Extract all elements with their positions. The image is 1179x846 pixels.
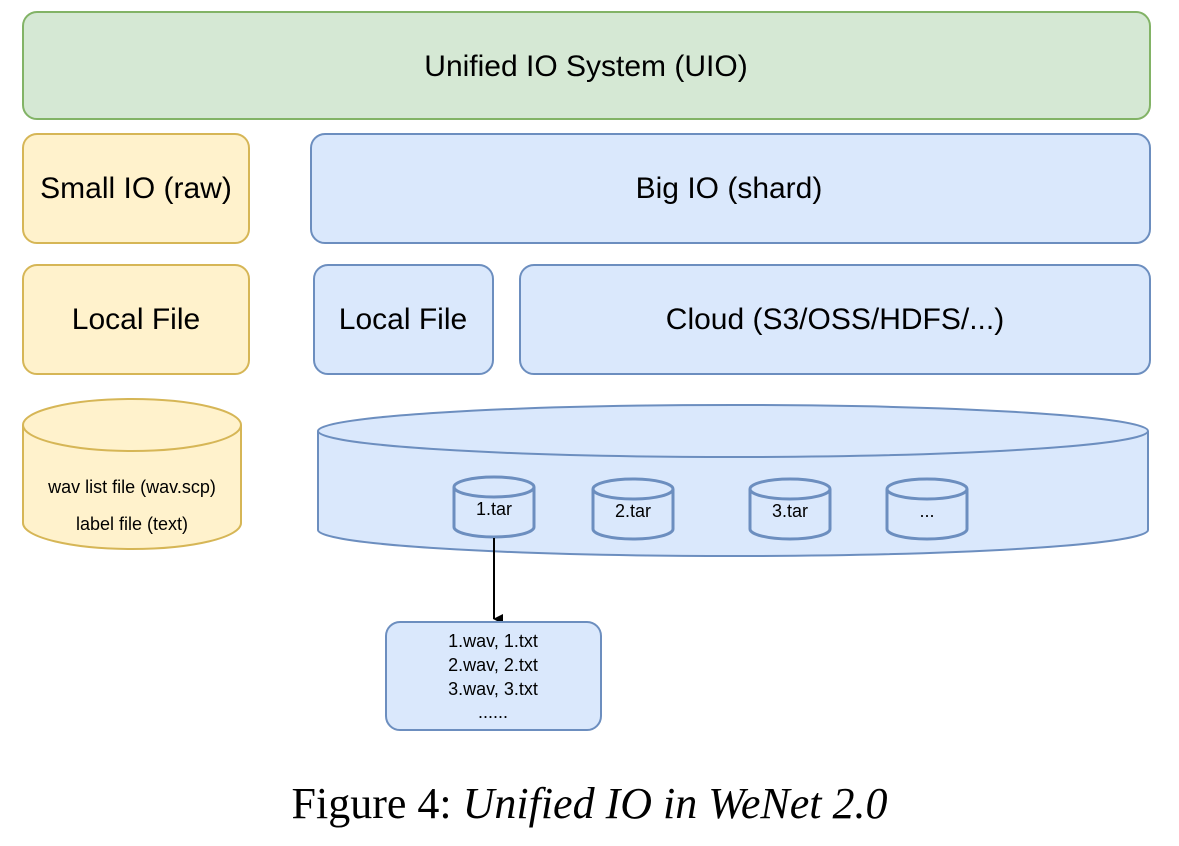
uio-box: [22, 11, 1151, 120]
tar-contents-box: [385, 621, 602, 731]
tar-1-label: 1.tar: [476, 499, 512, 519]
tar-contents-line-3: 3.wav, 3.txt: [448, 679, 538, 699]
raw-db-line1: wav list file (wav.scp): [47, 477, 216, 497]
cloud-block: Cloud (S3/OSS/HDFS/...): [519, 264, 1151, 375]
tar-3-body: [748, 489, 832, 541]
raw-database-cylinder: wav list file (wav.scp) label file (text…: [22, 398, 242, 550]
tar-more-body: [885, 489, 969, 541]
tar-contents-block: 1.wav, 1.txt 2.wav, 2.txt 3.wav, 3.txt .…: [385, 621, 602, 731]
figure-caption: Figure 4: Unified IO in WeNet 2.0: [0, 778, 1179, 830]
tar-2-label: 2.tar: [615, 501, 651, 521]
tar-2-body: [591, 489, 675, 541]
uio-block: Unified IO System (UIO): [22, 11, 1151, 120]
tar-more-top: [885, 477, 969, 501]
shard-storage-cylinder: [317, 404, 1149, 557]
small-local-file-block: Local File: [22, 264, 250, 375]
cloud-box: [519, 264, 1151, 375]
shard-cylinder-top: [317, 404, 1149, 458]
small-local-file-label: Local File: [72, 303, 200, 336]
tar-3-top: [748, 477, 832, 501]
big-io-block: Big IO (shard): [310, 133, 1151, 244]
tar-contents-line-1: 1.wav, 1.txt: [448, 631, 538, 651]
shard-tar-2: 2.tar: [591, 477, 675, 541]
tar-2-top: [591, 477, 675, 501]
small-io-block: Small IO (raw): [22, 133, 250, 244]
tar-contents-line-2: 2.wav, 2.txt: [448, 655, 538, 675]
big-io-label: Big IO (shard): [636, 172, 823, 205]
small-io-box: [22, 133, 250, 244]
tar-more-label: ...: [919, 501, 934, 521]
shard-tar-more: ...: [885, 477, 969, 541]
raw-cylinder-body: [22, 425, 242, 550]
tar-contents-line-4: ......: [478, 702, 508, 722]
big-local-file-box: [313, 264, 494, 375]
uio-label: Unified IO System (UIO): [424, 50, 747, 83]
figure-number: Figure 4:: [291, 779, 452, 828]
figure-title: Unified IO in WeNet 2.0: [462, 779, 888, 828]
big-local-file-block: Local File: [313, 264, 494, 375]
small-local-file-box: [22, 264, 250, 375]
tar-3-label: 3.tar: [772, 501, 808, 521]
shard-tar-1: 1.tar: [452, 475, 536, 539]
tar-1-top: [452, 475, 536, 499]
big-io-box: [310, 133, 1151, 244]
raw-cylinder-top: [22, 398, 242, 452]
small-io-label: Small IO (raw): [40, 172, 232, 205]
cloud-label: Cloud (S3/OSS/HDFS/...): [666, 303, 1004, 336]
shard-tar-3: 3.tar: [748, 477, 832, 541]
raw-db-line2: label file (text): [76, 514, 188, 534]
tar-1-body: [452, 487, 536, 539]
big-local-file-label: Local File: [339, 303, 467, 336]
